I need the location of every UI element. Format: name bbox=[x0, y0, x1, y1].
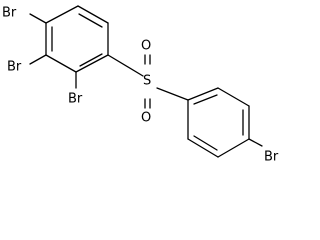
bond bbox=[45, 5, 79, 24]
bond bbox=[45, 54, 77, 73]
bond bbox=[77, 5, 109, 24]
double-bond-inner bbox=[193, 135, 218, 151]
atom-br-top: Br bbox=[2, 6, 17, 21]
double-bond-inner bbox=[79, 53, 103, 67]
bond-br-top bbox=[29, 13, 47, 24]
bond bbox=[217, 87, 250, 107]
atom-oxygen-bottom: O bbox=[141, 111, 151, 126]
atom-sulfur: S bbox=[143, 74, 151, 89]
atom-br-lower: Br bbox=[68, 92, 83, 107]
bond-ring-sulfur bbox=[107, 54, 144, 77]
double-bond-inner bbox=[193, 94, 218, 105]
bond bbox=[217, 138, 250, 158]
atom-oxygen-top: O bbox=[141, 39, 151, 54]
bond-sulfur-ring bbox=[156, 87, 189, 101]
left-ring bbox=[45, 5, 109, 73]
bond-br-right bbox=[248, 138, 263, 147]
atom-br-middle: Br bbox=[7, 60, 22, 75]
bond bbox=[187, 138, 219, 158]
chemical-structure: Br Br Br O S O Br bbox=[2, 5, 279, 165]
right-ring bbox=[187, 87, 250, 158]
bond-br-middle bbox=[29, 54, 47, 65]
bond bbox=[187, 87, 219, 101]
bond bbox=[75, 54, 109, 73]
atom-br-right: Br bbox=[264, 150, 279, 165]
double-bond-inner bbox=[78, 13, 103, 28]
